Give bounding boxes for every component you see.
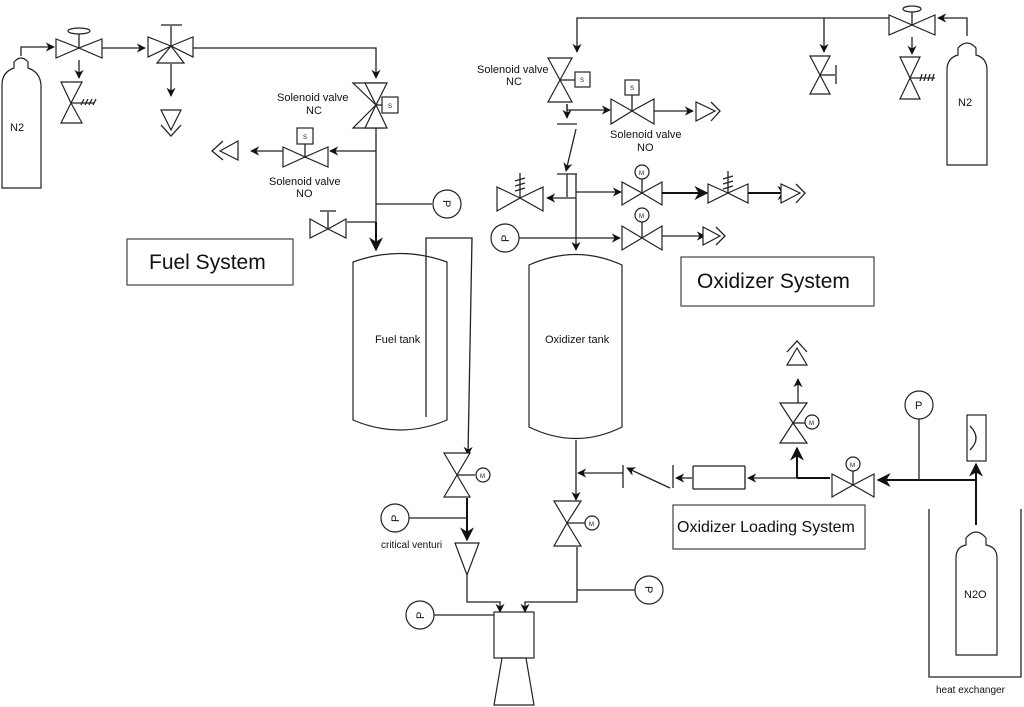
fuel-tank: Fuel tank [352, 252, 448, 431]
loading-system-label-box: Oxidizer Loading System [672, 504, 866, 550]
ox-pressure-gauge: P [490, 223, 520, 253]
pipe-3way-to-nc [193, 47, 381, 79]
critical-venturi [454, 542, 480, 577]
solenoid-s-icon: S [580, 78, 584, 84]
pipe-ox-to-chamber [520, 547, 578, 613]
fuel-main-valve[interactable]: M [442, 452, 491, 498]
fuel-injector-pressure-gauge: P [380, 503, 410, 533]
ox-nc-label-1: Solenoid valve [477, 64, 549, 76]
ox-injector-pressure-gauge: P [634, 575, 664, 605]
ox-load-disconnect[interactable] [622, 465, 674, 489]
ox-n2-label: N2 [958, 97, 972, 109]
fuel-no-label-2: NO [296, 188, 313, 200]
handwheel-icon [902, 5, 922, 13]
fuel-n2-bottle: N2 [1, 57, 42, 189]
ox-load-filter [692, 465, 746, 490]
handwheel-icon [67, 27, 91, 35]
fuel-vent-2 [211, 139, 239, 161]
svg-text:P: P [642, 586, 654, 593]
n2o-label: N2O [964, 589, 987, 601]
motor-m-icon: M [480, 474, 485, 480]
ox-nc-label-2: NC [506, 76, 522, 88]
oxidizer-tank: Oxidizer tank [528, 253, 623, 440]
pipe-oxn2-to-regulator [937, 13, 968, 36]
ox-motor-valve-dump[interactable]: M [621, 207, 663, 252]
ox-backpressure-valve[interactable] [707, 171, 749, 204]
ox-load-motor-valve[interactable]: M [831, 456, 875, 499]
fuel-vent-1 [160, 109, 182, 137]
ox-motor-valve-vent[interactable]: M [621, 164, 663, 207]
fuel-nc-label-1: Solenoid valve [277, 92, 349, 104]
fuel-regulator-valve[interactable] [55, 27, 103, 59]
solenoid-s-icon: S [630, 86, 634, 92]
chamber-pressure-gauge: P [405, 600, 435, 630]
pipe-venturi-to-chamber [466, 575, 505, 613]
ox-tank-relief-valve[interactable] [496, 173, 544, 213]
heat-exchanger [928, 509, 1022, 678]
ox-quick-disconnect[interactable] [557, 123, 577, 175]
fuel-fill-valve[interactable] [309, 210, 347, 239]
load-pressure-gauge: P [904, 390, 934, 420]
ox-manual-vent-valve[interactable] [809, 55, 837, 95]
ox-solenoid-nc-valve[interactable]: S [546, 57, 591, 103]
motor-m-icon: M [850, 463, 855, 469]
n2o-rupture-disk [966, 414, 987, 462]
venturi-label: critical venturi [381, 540, 442, 551]
fuel-solenoid-no-valve[interactable]: S [282, 127, 329, 168]
ox-n2-bottle: N2 [946, 42, 988, 166]
ox-regulator-valve[interactable] [888, 5, 936, 36]
svg-text:Fuel System: Fuel System [149, 251, 266, 274]
ox-relief-valve[interactable] [899, 56, 935, 100]
motor-m-icon: M [639, 171, 644, 177]
svg-text:Oxidizer Loading System: Oxidizer Loading System [677, 519, 855, 536]
ox-vent-2 [780, 183, 806, 204]
pipe-to-ox-no [566, 104, 611, 115]
oxidizer-system-label-box: Oxidizer System [680, 256, 875, 307]
fuel-solenoid-nc-valve[interactable]: S [351, 82, 399, 129]
ox-load-vent-valve[interactable]: M [778, 402, 820, 444]
ox-vent-1 [695, 101, 721, 122]
motor-m-icon: M [639, 214, 644, 220]
fuel-n2-label: N2 [10, 122, 24, 134]
fuel-three-way-valve[interactable] [147, 24, 194, 64]
svg-text:P: P [500, 235, 512, 242]
solenoid-s-icon: S [303, 135, 307, 141]
pipe-fuel-dip-tube [425, 237, 473, 456]
ox-no-label-2: NO [637, 142, 654, 154]
pipe-n2-to-regulator [20, 42, 55, 56]
svg-text:Fuel tank: Fuel tank [375, 334, 421, 346]
motor-m-icon: M [809, 421, 814, 427]
ox-solenoid-no-valve[interactable]: S [610, 79, 655, 126]
svg-text:Oxidizer tank: Oxidizer tank [545, 334, 610, 346]
fuel-relief-valve[interactable] [60, 81, 97, 124]
heat-exchanger-label: heat exchanger [936, 685, 1006, 696]
svg-text:P: P [390, 515, 402, 522]
nozzle [493, 657, 535, 706]
motor-m-icon: M [589, 522, 594, 528]
solenoid-s-icon: S [388, 104, 392, 110]
pipe-to-ox-nc [572, 17, 889, 53]
fuel-pressure-gauge: P [432, 189, 462, 219]
svg-text:P: P [440, 200, 452, 207]
svg-text:P: P [915, 400, 922, 412]
n2o-bottle: N2O [955, 531, 998, 656]
fuel-no-label-1: Solenoid valve [269, 176, 341, 188]
svg-text:Oxidizer System: Oxidizer System [697, 270, 850, 293]
ox-vent-3 [702, 226, 726, 246]
fuel-system-label-box: Fuel System [126, 238, 294, 286]
ox-main-valve[interactable]: M [552, 500, 600, 547]
ox-load-vent [785, 340, 809, 366]
ox-no-label-1: Solenoid valve [610, 129, 682, 141]
svg-text:P: P [415, 612, 427, 619]
combustion-chamber [493, 611, 535, 706]
fuel-nc-label-2: NC [306, 105, 322, 117]
